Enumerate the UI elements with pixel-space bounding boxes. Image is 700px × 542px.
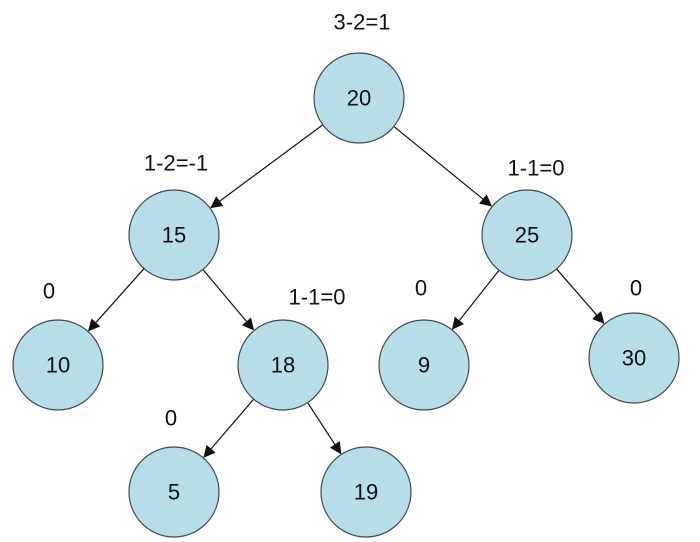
tree-node-9: 9 xyxy=(378,319,470,411)
tree-node-30: 30 xyxy=(588,312,680,404)
node-value-label: 18 xyxy=(271,353,295,378)
edge-n20-to-n15 xyxy=(210,124,324,209)
nodes-layer: 20 15 25 10 18 9 30 5 19 xyxy=(12,52,680,538)
edge-n20-to-n25 xyxy=(393,125,493,207)
edge-n15-to-n10 xyxy=(87,268,145,332)
balance-label-18: 1-1=0 xyxy=(289,285,346,310)
node-circle xyxy=(481,189,573,281)
tree-node-25: 25 xyxy=(481,189,573,281)
node-value-label: 30 xyxy=(622,346,646,371)
node-circle xyxy=(378,319,470,411)
edge-n18-to-n5 xyxy=(203,398,255,458)
node-circle xyxy=(128,446,220,538)
node-value-label: 20 xyxy=(347,86,371,111)
balance-label-5: 0 xyxy=(165,406,177,431)
balance-labels-layer: 3-2=1 1-2=-1 1-1=0 0 1-1=0 0 0 0 xyxy=(43,10,642,431)
node-circle xyxy=(12,319,104,411)
node-value-label: 9 xyxy=(418,353,430,378)
balance-label-30: 0 xyxy=(630,276,642,301)
node-value-label: 25 xyxy=(515,223,539,248)
tree-node-10: 10 xyxy=(12,319,104,411)
balance-label-20: 3-2=1 xyxy=(334,10,391,35)
edge-n25-to-n9 xyxy=(451,269,500,330)
node-circle xyxy=(128,189,220,281)
node-value-label: 15 xyxy=(162,223,186,248)
node-circle xyxy=(313,52,405,144)
edges-layer xyxy=(87,124,605,458)
node-circle xyxy=(588,312,680,404)
node-circle xyxy=(320,446,412,538)
tree-node-19: 19 xyxy=(320,446,412,538)
edge-n25-to-n30 xyxy=(556,268,605,325)
balance-label-9: 0 xyxy=(415,276,427,301)
tree-node-18: 18 xyxy=(237,319,329,411)
tree-node-5: 5 xyxy=(128,446,220,538)
edge-n18-to-n19 xyxy=(307,402,342,455)
balance-label-25: 1-1=0 xyxy=(508,156,565,181)
node-value-label: 5 xyxy=(168,480,180,505)
node-value-label: 10 xyxy=(46,353,70,378)
edge-n15-to-n18 xyxy=(202,269,255,331)
balance-label-10: 0 xyxy=(43,279,55,304)
tree-node-15: 15 xyxy=(128,189,220,281)
node-circle xyxy=(237,319,329,411)
balance-label-15: 1-2=-1 xyxy=(144,151,208,176)
node-value-label: 19 xyxy=(354,480,378,505)
tree-node-20: 20 xyxy=(313,52,405,144)
